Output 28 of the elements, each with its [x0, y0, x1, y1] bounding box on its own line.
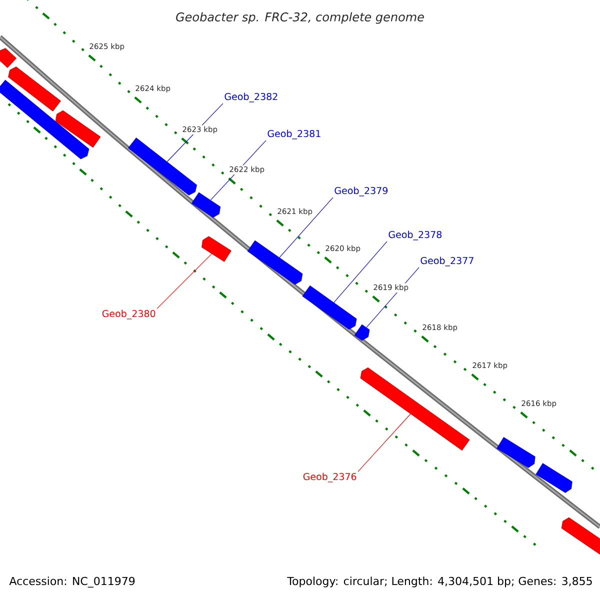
- gene-block: [191, 192, 221, 218]
- gene-block: [536, 463, 572, 493]
- leader-line: [156, 254, 212, 309]
- gene-label: Geob_2380: [102, 310, 156, 320]
- gene-label: Geob_2376: [303, 472, 356, 482]
- gene-block: [55, 110, 101, 148]
- accession-text: Accession: NC_011979: [9, 576, 135, 588]
- gene-block: [247, 240, 303, 285]
- gene-label: Geob_2377: [420, 256, 474, 266]
- gene-label: Geob_2378: [388, 230, 442, 240]
- leader-line: [279, 197, 334, 258]
- gene-block: [354, 324, 370, 341]
- gene-block: [8, 66, 61, 112]
- leader-line: [334, 241, 388, 303]
- gene-block: [0, 48, 16, 68]
- gene-label: Geob_2382: [224, 92, 278, 102]
- gene-block: [202, 236, 232, 262]
- gene-label: Geob_2381: [268, 130, 320, 140]
- genome-info-text: Topology: circular; Length: 4,304,501 bp; Genes: 3,855: [287, 576, 592, 588]
- leader-line: [358, 414, 411, 472]
- gene-block: [496, 437, 536, 468]
- gene-block: [360, 367, 470, 451]
- gene-block: [128, 138, 197, 196]
- gene-block: [302, 285, 357, 330]
- gene-block: [0, 80, 90, 160]
- title: Geobacter sp. FRC-32, complete genome: [176, 12, 424, 24]
- gene-block: [561, 517, 600, 555]
- gene-label: Geob_2379: [334, 186, 388, 196]
